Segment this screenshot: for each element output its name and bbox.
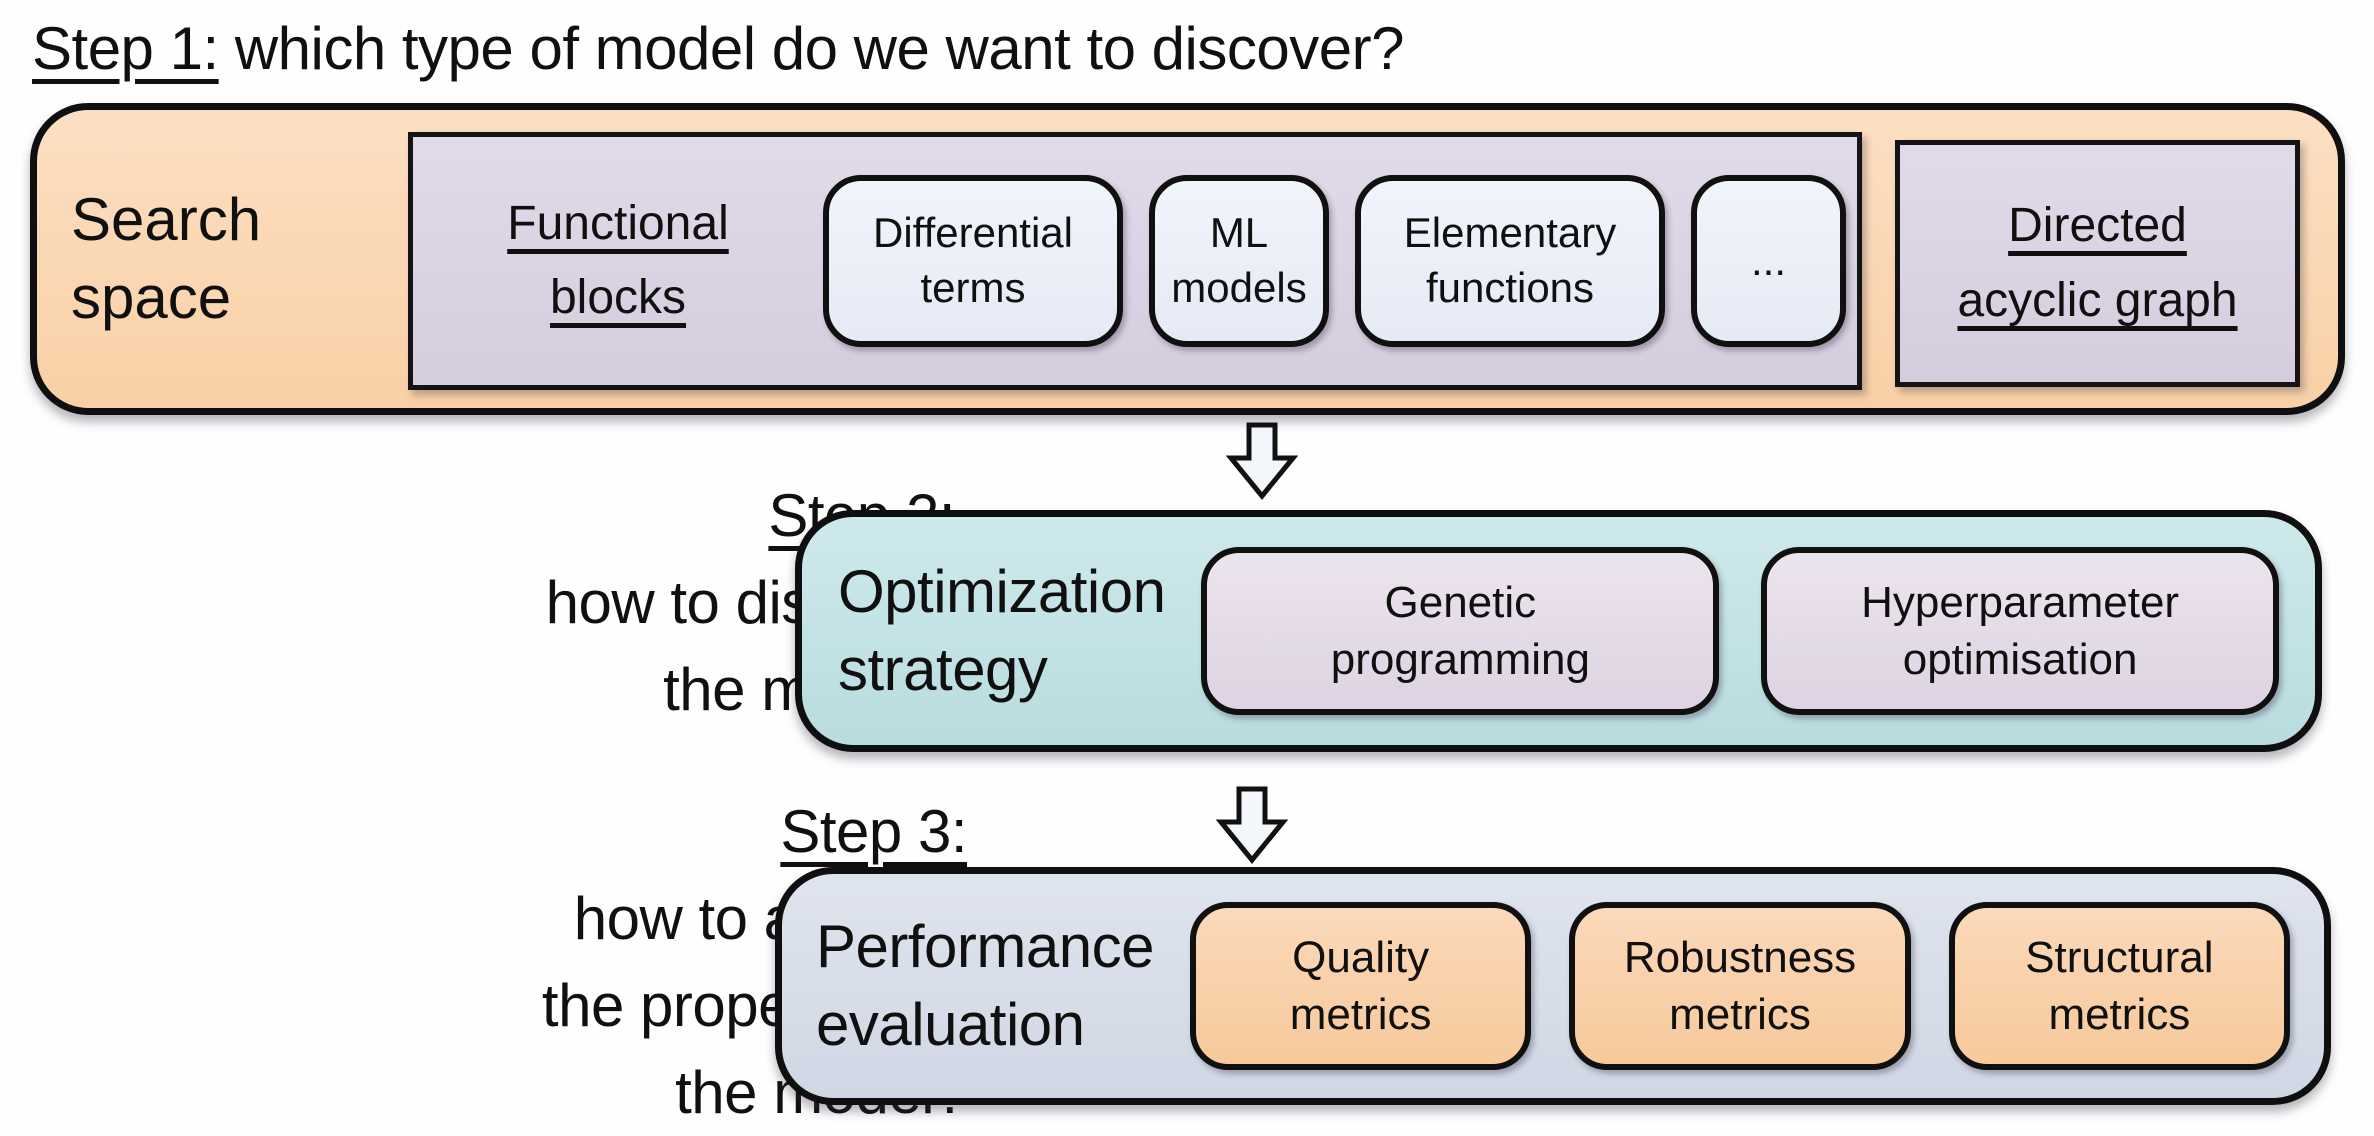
performance-evaluation-panel: Performance evaluation Quality metrics R… — [775, 867, 2331, 1105]
down-arrow-icon — [1226, 422, 1298, 500]
search-space-panel: Search space Functional blocks Different… — [30, 103, 2345, 415]
chip-ml-models: ML models — [1149, 175, 1329, 347]
chip-genetic-programming: Genetic programming — [1201, 547, 1720, 715]
functional-blocks-group: Functional blocks Differential terms ML … — [408, 132, 1862, 390]
chip-ellipsis: ... — [1691, 175, 1846, 347]
figure-title: Step 1: which type of model do we want t… — [32, 14, 1404, 83]
chip-elementary-functions: Elementary functions — [1355, 175, 1665, 347]
optimization-strategy-panel: Optimization strategy Genetic programmin… — [795, 510, 2322, 752]
directed-acyclic-graph-label: Directed acyclic graph — [1957, 199, 2238, 327]
step1-heading: Step 1: — [32, 15, 219, 82]
functional-blocks-chips: Differential terms ML models Elementary … — [823, 175, 1846, 347]
chip-robustness-metrics: Robustness metrics — [1569, 902, 1911, 1070]
down-arrow-icon — [1216, 786, 1288, 864]
chip-quality-metrics: Quality metrics — [1189, 902, 1532, 1070]
search-space-label: Search space — [71, 186, 262, 331]
step3-heading: Step 3: — [780, 798, 967, 865]
chip-structural-metrics: Structural metrics — [1948, 902, 2291, 1070]
chip-differential-terms: Differential terms — [823, 175, 1123, 347]
step1-question: which type of model do we want to discov… — [218, 15, 1405, 82]
functional-blocks-label: Functional blocks — [507, 196, 729, 324]
performance-evaluation-label: Performance evaluation — [816, 913, 1154, 1058]
optimization-strategy-label: Optimization strategy — [838, 558, 1166, 703]
chip-hyperparameter-optimisation: Hyperparameter optimisation — [1761, 547, 2279, 715]
optimization-chips: Genetic programming Hyperparameter optim… — [1201, 547, 2279, 715]
directed-acyclic-graph-box: Directed acyclic graph — [1895, 140, 2300, 387]
performance-chips: Quality metrics Robustness metrics Struc… — [1189, 902, 2291, 1070]
